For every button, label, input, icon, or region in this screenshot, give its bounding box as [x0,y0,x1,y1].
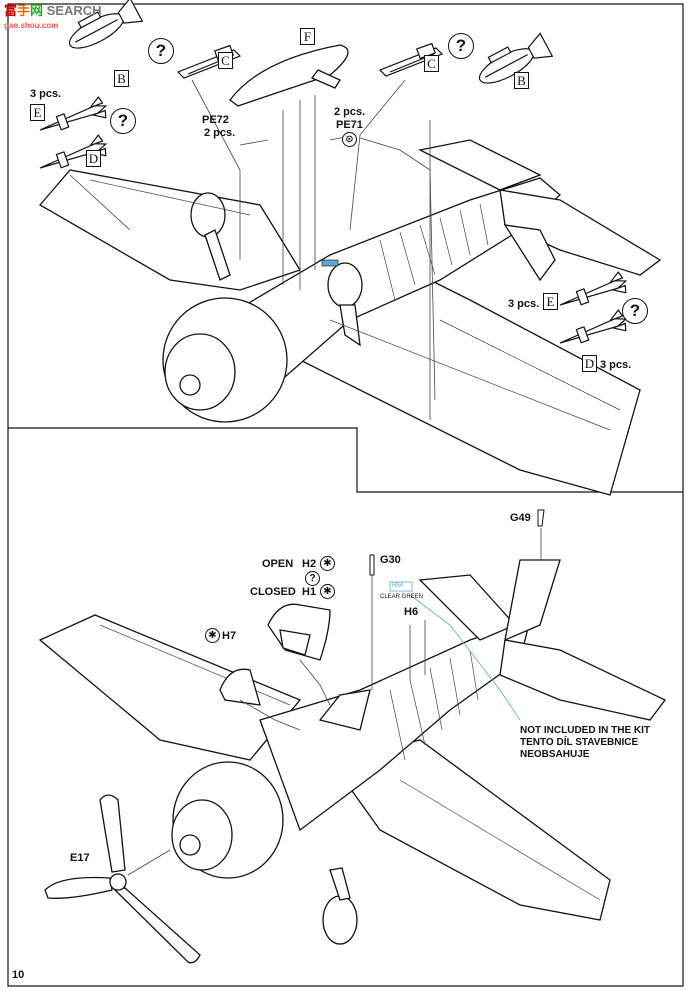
callout-e-left: E [30,104,45,121]
callout-f: F [300,28,315,45]
not-included-note-line2: TENTO DÍL STAVEBNICE [520,737,639,748]
h7-label: H7 [222,630,237,642]
e17-label: E17 [70,852,90,864]
question-icon: ? [622,298,648,324]
callout-c-left: C [218,52,233,69]
pe71-label: PE71 [336,119,363,131]
h2-label: H2 [302,558,317,570]
not-included-note-line3: NEOBSAHUJE [520,749,590,760]
not-included-note-line1: NOT INCLUDED IN THE KIT [520,725,650,736]
question-icon: ? [148,38,174,64]
pe71-bend-icon: ⊙ [342,132,357,147]
callout-e-right: E [543,293,558,310]
h54-label: H54 [392,583,404,589]
top-aircraft-panel-lines [89,179,621,431]
clear-green-label: CLEAR GREEN [380,594,424,600]
callout-b-left: B [114,70,129,87]
clear-part-lines [409,594,521,721]
pe72-label: PE72 [202,114,229,126]
question-icon: ? [110,108,136,134]
star-icon: ✱ [320,584,335,599]
top-aircraft [38,139,662,496]
bottom-aircraft [38,559,666,945]
star-icon: ✱ [320,556,335,571]
open-label: OPEN [262,558,294,570]
question-icon: ? [448,33,474,59]
callout-d-right: D [582,355,597,372]
pe71-qty: 2 pcs. [334,106,366,118]
pe72-qty: 2 pcs. [204,127,236,139]
closed-label: CLOSED [250,586,296,598]
h1-label: H1 [302,586,317,598]
g30-label: G30 [380,554,401,566]
question-small-icon: ? [305,571,320,586]
qty-e-left: 3 pcs. [30,88,62,100]
callout-b-right: B [514,72,529,89]
bottom-aircraft-panel-lines [99,624,601,901]
qty-e-right: 3 pcs. [508,298,540,310]
callout-c-right: C [424,55,439,72]
top-leader-lines [69,79,436,420]
h6-label: H6 [404,606,419,618]
qty-d-right: 3 pcs. [600,359,632,371]
callout-d-left: D [86,150,101,167]
watermark-text: SEARCH [46,3,102,18]
g49-label: G49 [510,512,531,524]
watermark-site: gao.shou.com [4,21,59,30]
bottom-leader-lines [127,528,542,876]
propeller [44,794,201,964]
frame [7,3,684,987]
watermark-logo: 富手网 SEARCH [4,3,102,18]
star-icon: ✱ [205,628,220,643]
page-number: 10 [12,969,25,981]
